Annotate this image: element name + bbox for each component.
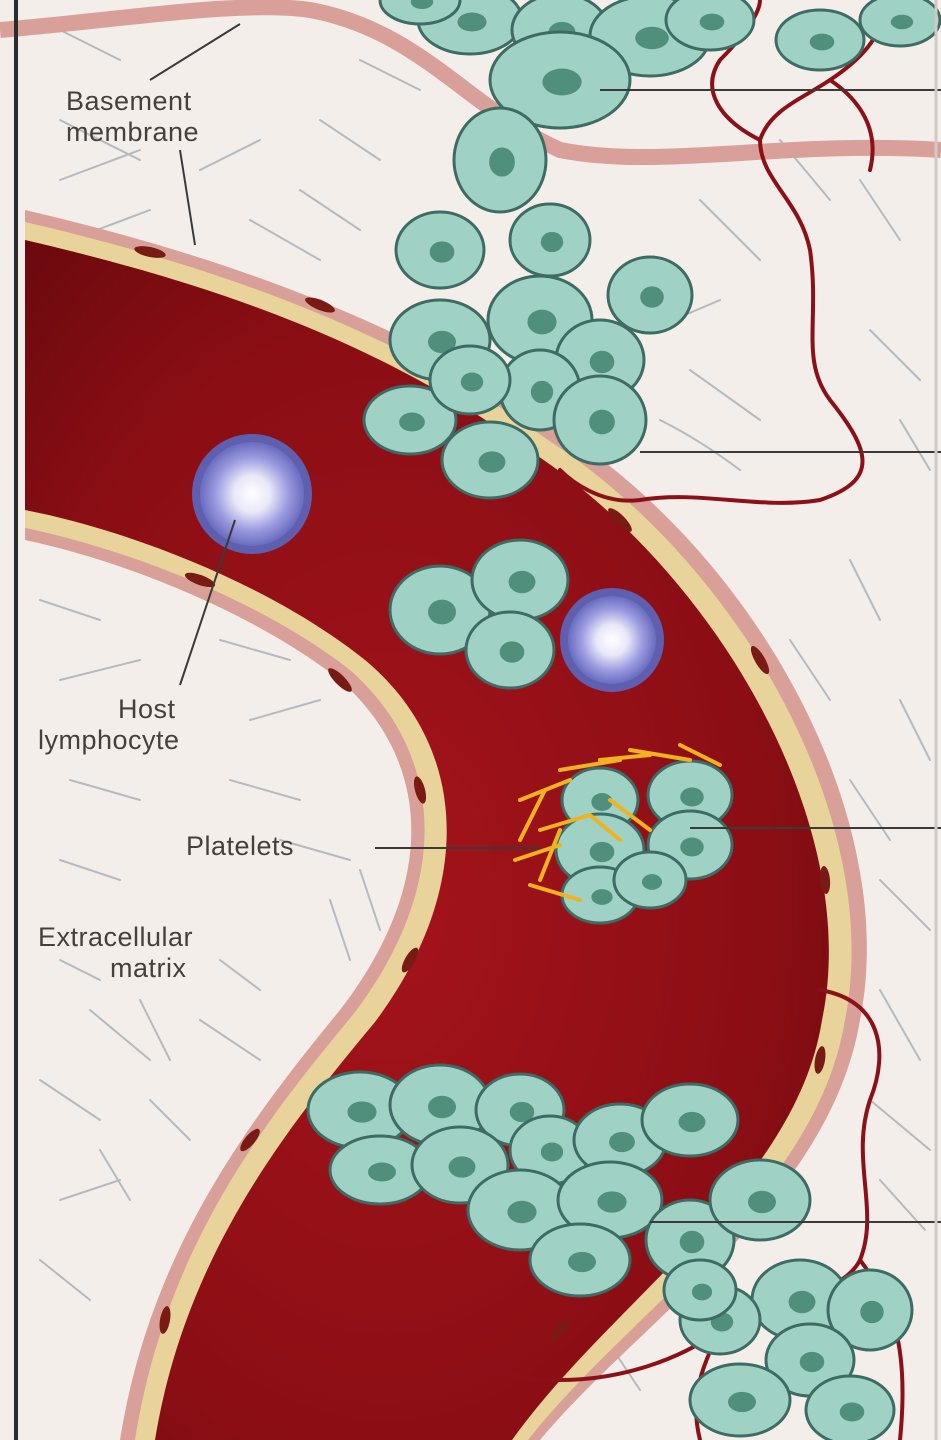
tumor-cell-nucleus [527, 310, 556, 335]
tumor-cell-nucleus [640, 286, 664, 307]
platelets-text: Platelets [186, 831, 294, 862]
tumor-cell-nucleus [430, 241, 455, 262]
basement-membrane-leader-2 [180, 150, 195, 245]
tumor-cell-nucleus [748, 1191, 776, 1213]
tumor-cell-nucleus [891, 15, 913, 30]
tumor-cell-nucleus [700, 14, 725, 31]
tumor-cell-nucleus [368, 1162, 396, 1181]
tumor-cell-nucleus [680, 1231, 705, 1253]
extracellular-matrix-line1: Extracellular [38, 922, 193, 953]
tumor-cell-nucleus [589, 410, 615, 435]
host-lymphocyte-line1: Host [110, 694, 180, 725]
tumor-cell-nucleus [590, 351, 615, 373]
basement-membrane-line2: membrane [66, 117, 199, 148]
tumor-cell-nucleus [541, 232, 563, 252]
tumor-cell-nucleus [680, 837, 704, 856]
platelets-label: Platelets [186, 831, 294, 862]
tumor-cell-nucleus [680, 787, 704, 806]
tumor-cell-nucleus [500, 641, 525, 662]
tumor-cell-nucleus [840, 1402, 865, 1421]
tumor-cell-nucleus [810, 34, 835, 51]
tumor-cell-nucleus [541, 1142, 563, 1161]
tumor-cell-nucleus [568, 1252, 596, 1272]
tumor-cell-nucleus [449, 1156, 476, 1177]
host-lymphocyte-line2: lymphocyte [38, 725, 180, 756]
tumor-cell-nucleus [489, 147, 515, 176]
tumor-cell-nucleus [679, 1112, 706, 1132]
tumor-cell-nucleus [800, 1352, 825, 1372]
basement-membrane-leader [150, 24, 240, 80]
tumor-cell-nucleus [461, 372, 483, 391]
tumor-cell-nucleus [457, 12, 486, 31]
basement-membrane-label: Basement membrane [66, 86, 199, 148]
tumor-cell-nucleus [728, 1392, 756, 1412]
tumor-cell-nucleus [597, 1191, 626, 1212]
extracellular-matrix-line2: matrix [38, 953, 193, 984]
lymphocyte-in-cluster [560, 588, 664, 692]
tumor-cell-nucleus [590, 842, 615, 862]
tumor-cell-nucleus [399, 412, 425, 431]
host-lymphocyte-label: Host lymphocyte [110, 694, 180, 756]
tumor-cell-nucleus [507, 1201, 536, 1223]
tumor-cell-nucleus [509, 571, 536, 593]
basement-membrane-line1: Basement [66, 86, 199, 117]
tumor-cell-nucleus [609, 1132, 635, 1152]
tumor-cell-nucleus [428, 1096, 456, 1118]
host-lymphocyte-cell [192, 434, 312, 554]
tumor-cell-nucleus [542, 69, 581, 96]
tumor-cell-nucleus [860, 1301, 884, 1323]
tumor-cell-nucleus [531, 381, 553, 403]
tumor-cell-nucleus [789, 1291, 816, 1313]
tumor-cell-nucleus [692, 1284, 712, 1301]
tumor-cell-nucleus [642, 874, 662, 890]
tumor-cell-nucleus [347, 1101, 376, 1122]
tumor-cell-nucleus [635, 27, 669, 49]
tumor-cell-nucleus [428, 600, 456, 625]
tumor-cell-nucleus [479, 451, 506, 472]
tumor-cell-nucleus [591, 889, 612, 905]
extracellular-matrix-label: Extracellular matrix [38, 922, 193, 984]
